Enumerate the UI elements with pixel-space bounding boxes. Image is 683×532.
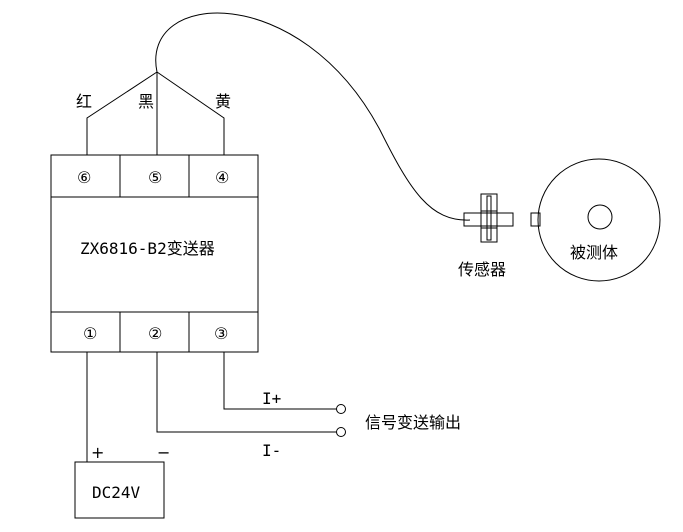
output-terminal-plus (336, 404, 346, 414)
terminal-5: ⑤ (148, 168, 162, 187)
power-plus-sign: + (91, 443, 104, 462)
output-signal-label: 信号变送输出 (365, 413, 461, 432)
wire-color-red-label: 红 (76, 92, 92, 111)
target-label: 被测体 (570, 243, 618, 262)
terminal-2: ② (148, 324, 162, 343)
terminal-3: ③ (214, 324, 228, 343)
terminal-1: ① (83, 324, 97, 343)
terminal-4: ④ (215, 168, 229, 187)
wire-yellow (156, 71, 225, 155)
output-minus-label: I- (262, 441, 281, 460)
terminal-6: ⑥ (77, 168, 91, 187)
wire-color-black-label: 黑 (138, 92, 154, 111)
output-plus-label: I+ (262, 389, 281, 408)
output-terminal-minus (336, 427, 346, 437)
output-wire-plus (223, 352, 337, 410)
power-supply-label: DC24V (92, 483, 141, 502)
wire-red (86, 71, 158, 155)
sensor-icon (463, 193, 514, 243)
target-disc-icon (530, 158, 661, 282)
power-supply-box (74, 461, 165, 519)
transmitter-box (50, 154, 259, 353)
output-wire-minus (156, 352, 337, 433)
power-minus-sign: − (157, 443, 170, 462)
transmitter-model-label: ZX6816-B2变送器 (80, 239, 215, 258)
sensor-label: 传感器 (458, 260, 506, 279)
wire-color-yellow-label: 黄 (215, 92, 231, 111)
sensor-cable (155, 12, 471, 221)
